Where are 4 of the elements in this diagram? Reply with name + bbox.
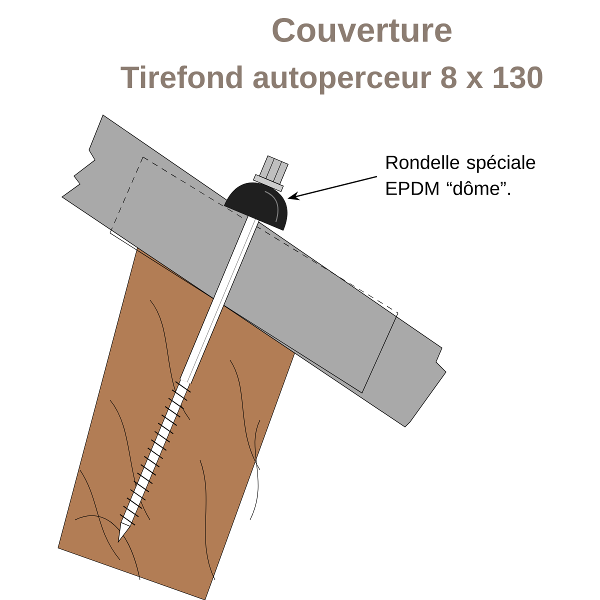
washer-drawing (224, 182, 288, 231)
subtitle: Tirefond autoperceur 8 x 130 (120, 66, 542, 94)
title: Couverture (272, 18, 452, 42)
callout-text: Rondelle spéciale EPDM “dôme”. (386, 154, 536, 196)
